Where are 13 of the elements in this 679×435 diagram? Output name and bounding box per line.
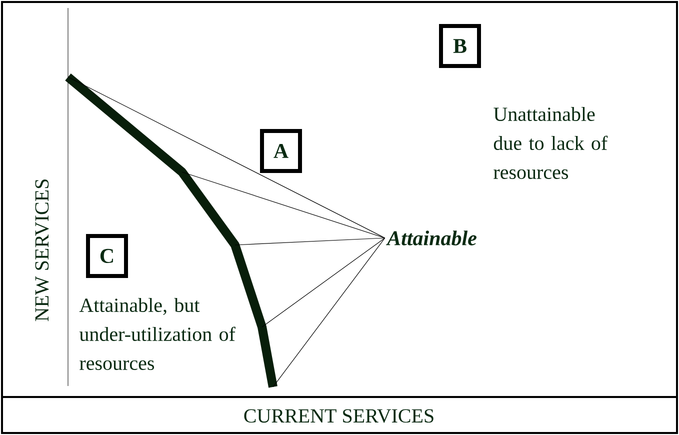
axis-title: NEW SERVICES	[35, 180, 49, 322]
leader-line	[234, 238, 386, 246]
axis-title: CURRENT SERVICES	[244, 409, 434, 423]
leader-line	[272, 238, 386, 388]
leader-line	[68, 76, 386, 238]
letter-box: C	[86, 234, 128, 278]
region-label: Attainable	[386, 230, 476, 246]
leader-line	[262, 238, 386, 328]
letter-box: B	[439, 24, 481, 68]
region-description: Unattainable due to lack of resources	[494, 106, 608, 180]
region-description: Attainable, but under-utilization of resources	[79, 298, 236, 370]
leader-line	[182, 172, 386, 238]
letter-box: A	[260, 128, 302, 173]
